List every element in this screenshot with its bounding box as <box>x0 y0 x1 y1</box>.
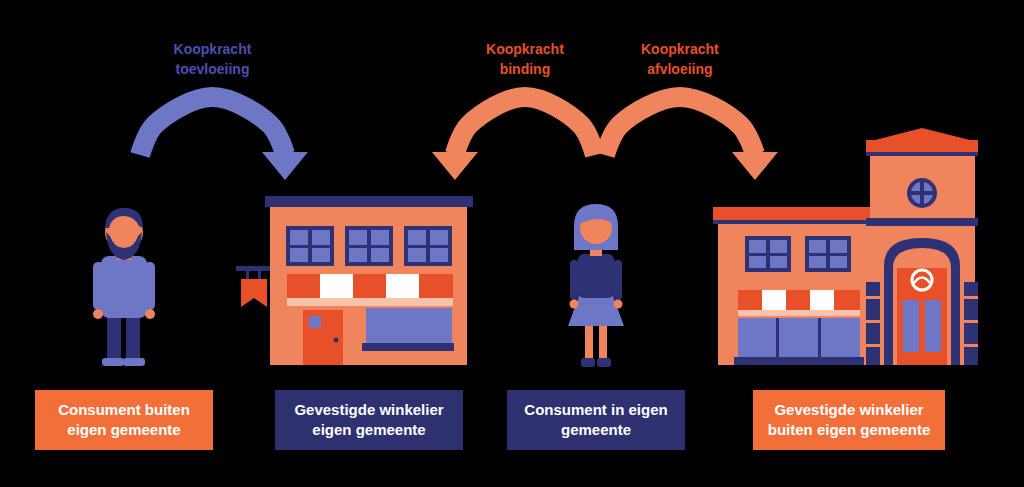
label-text: Consument buiten eigen gemeente <box>45 400 203 440</box>
label-box: Consument buiten eigen gemeente <box>35 390 213 450</box>
label-column: Gevestigde winkelier eigen gemeente <box>275 180 463 450</box>
label-column: Gevestigde winkelier buiten eigen gemeen… <box>753 180 945 450</box>
arrow-head <box>732 152 778 180</box>
label-text: Gevestigde winkelier eigen gemeente <box>285 400 453 440</box>
woman-figure <box>568 204 624 367</box>
label-text: Gevestigde winkelier buiten eigen gemeen… <box>763 400 935 440</box>
flow-arrow <box>432 97 595 180</box>
arrow-head <box>432 152 478 180</box>
label-box: Gevestigde winkelier buiten eigen gemeen… <box>753 390 945 450</box>
label-column: Consument in eigen gemeente <box>507 155 685 450</box>
flow-label: Koopkracht binding <box>470 39 580 79</box>
arrow-arc <box>140 97 285 155</box>
flow-label: Koopkracht toevloeiing <box>157 39 267 79</box>
arrow-arc <box>605 97 755 155</box>
label-text: Consument in eigen gemeente <box>517 400 675 440</box>
flow-label: Koopkracht afvloeiing <box>625 39 735 79</box>
shop-building-outside <box>713 128 978 365</box>
man-figure <box>93 208 155 366</box>
shop-building-own <box>236 196 473 365</box>
arrow-head <box>262 152 308 180</box>
flow-arrow <box>140 97 308 180</box>
flow-arrow <box>605 97 778 180</box>
label-box: Consument in eigen gemeente <box>507 390 685 450</box>
label-column: Consument buiten eigen gemeente <box>35 155 213 450</box>
arrow-arc <box>455 97 595 155</box>
label-box: Gevestigde winkelier eigen gemeente <box>275 390 463 450</box>
